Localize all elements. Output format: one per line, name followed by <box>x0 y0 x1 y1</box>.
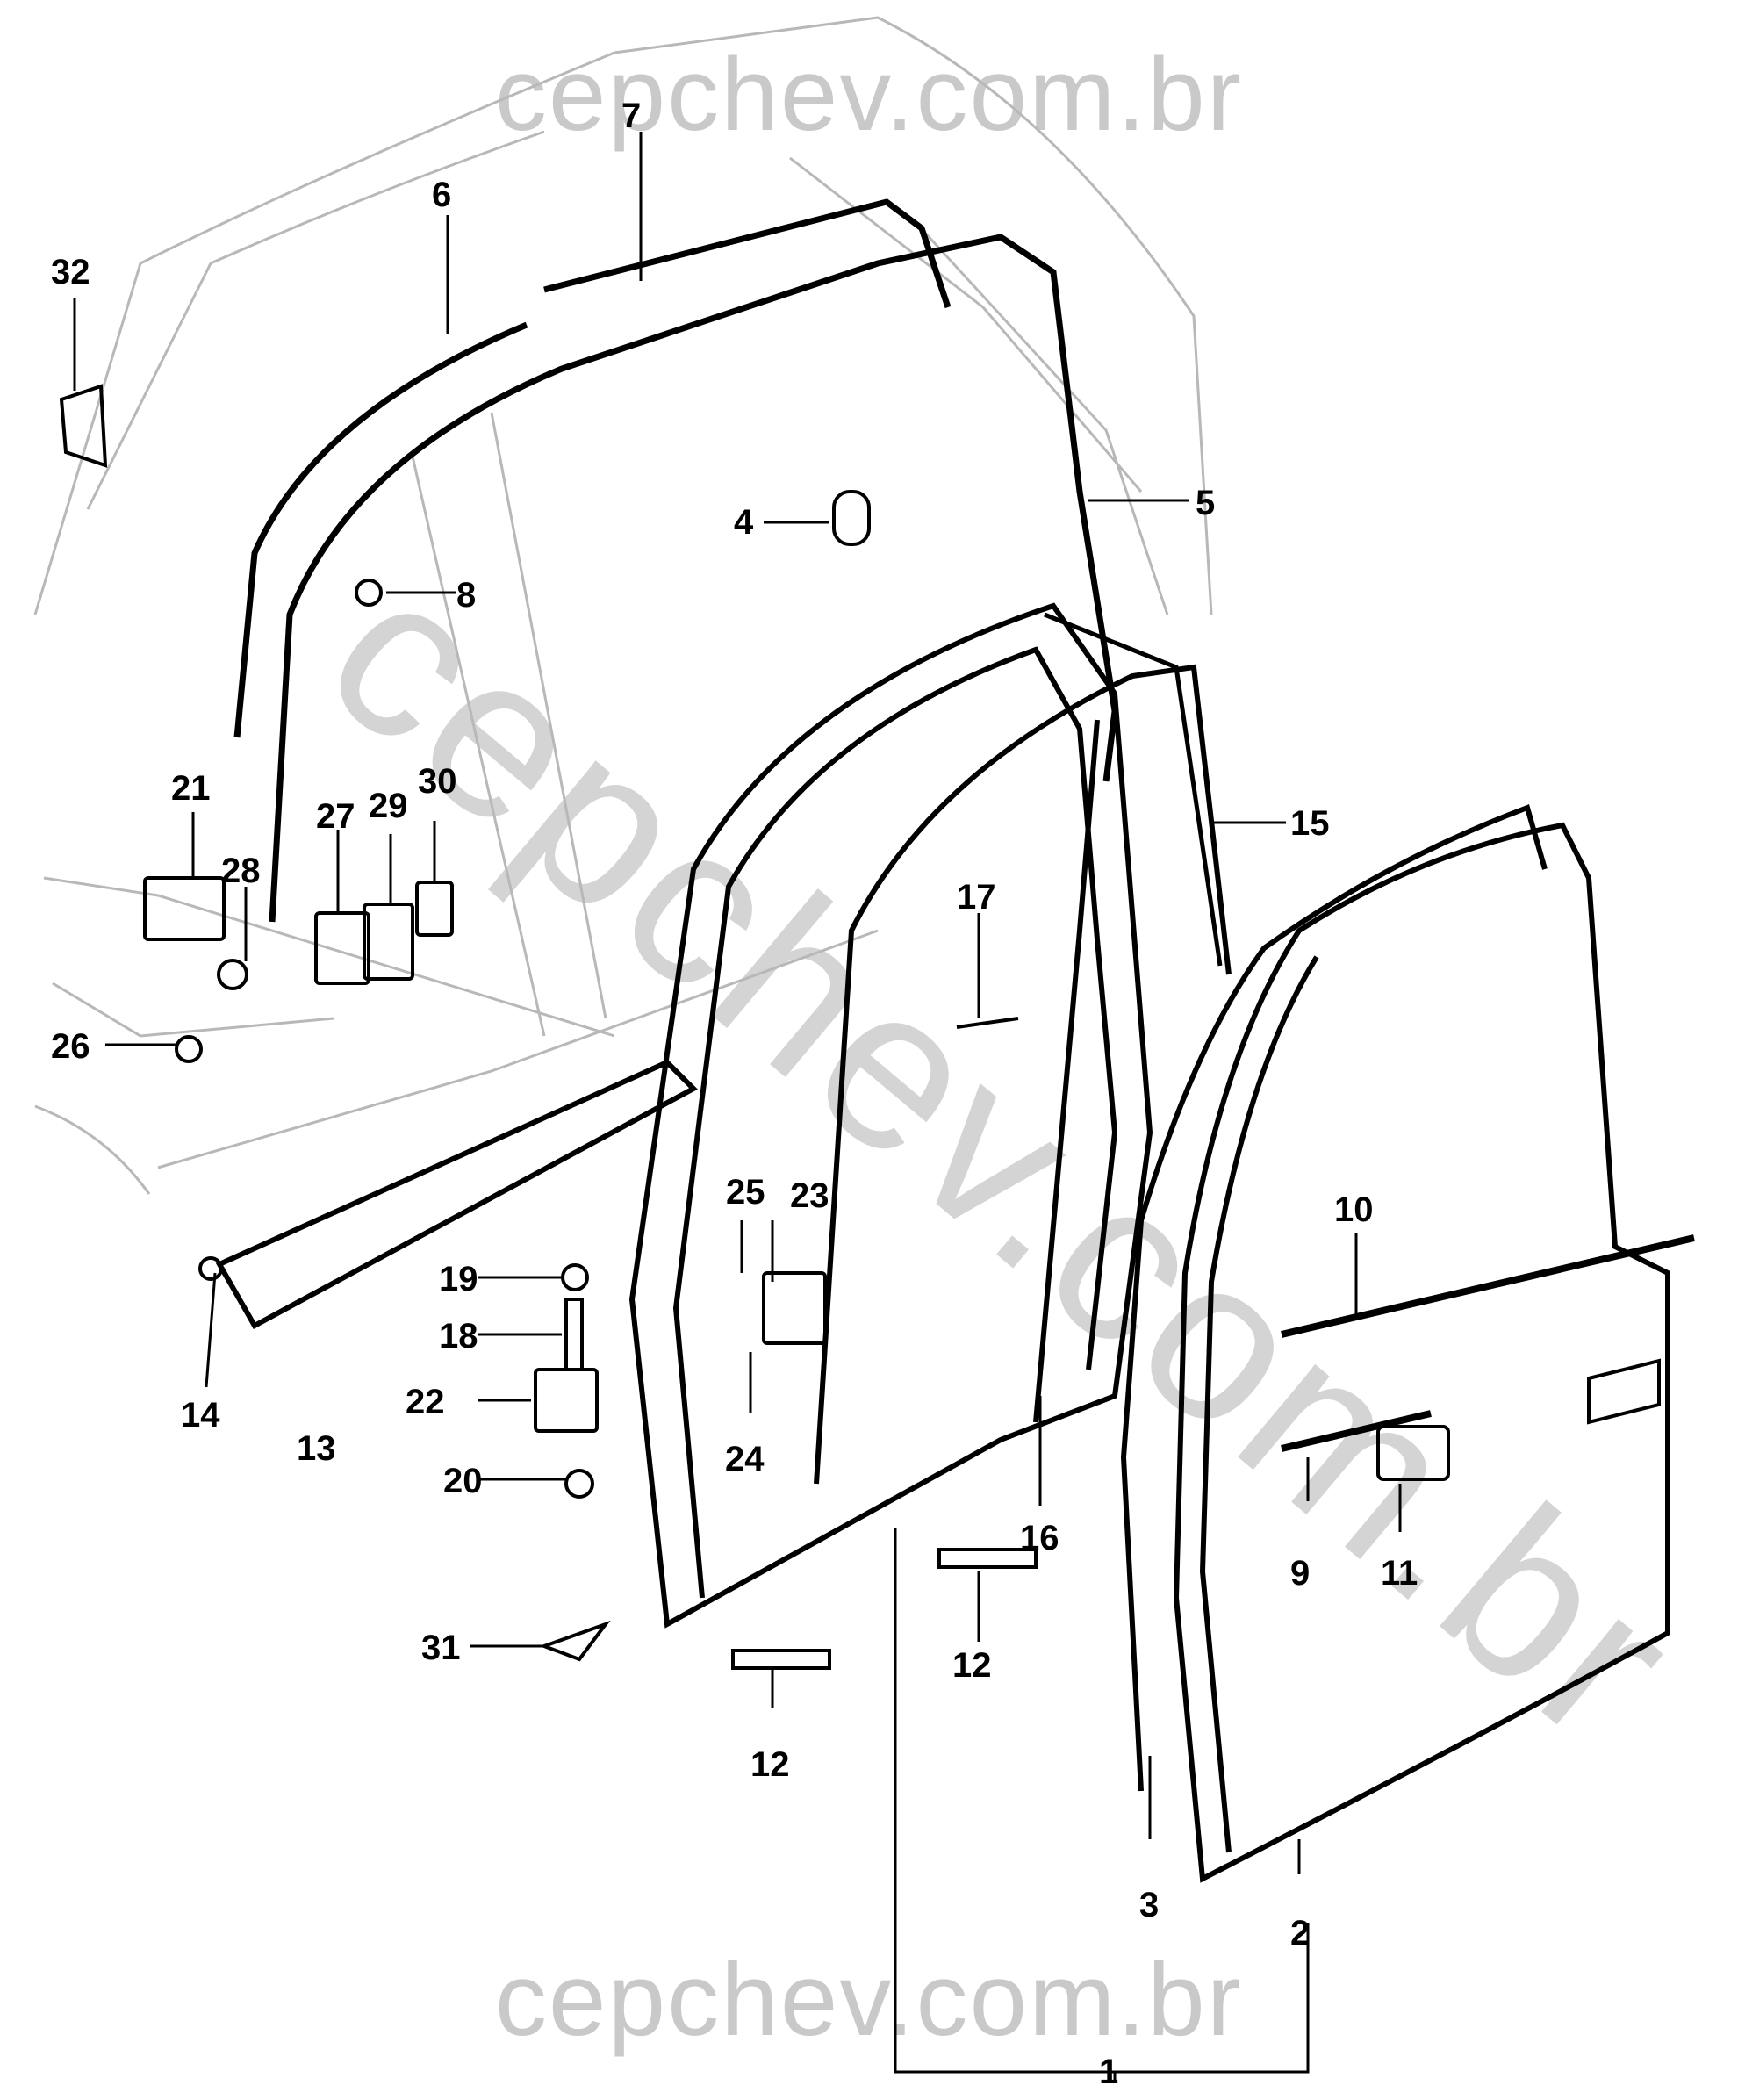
callout-13: 13 <box>297 1429 336 1468</box>
callout-22: 22 <box>406 1383 445 1421</box>
callout-15: 15 <box>1290 804 1330 843</box>
plug-19 <box>561 1263 589 1291</box>
callout-8: 8 <box>456 576 477 615</box>
callout-16: 16 <box>1020 1519 1059 1557</box>
plate-12b <box>937 1548 1038 1569</box>
leader-lines <box>73 132 1402 2081</box>
glass-run-channel <box>1044 612 1223 967</box>
small-parts <box>59 384 1661 1670</box>
callout-32: 32 <box>51 253 90 291</box>
lock-11 <box>1376 1425 1450 1481</box>
callout-14: 14 <box>181 1396 220 1435</box>
callout-19: 19 <box>439 1260 478 1298</box>
callout-30: 30 <box>418 762 457 801</box>
callout-21: 21 <box>171 769 211 808</box>
clip-8 <box>355 579 383 607</box>
door-outer-skin <box>1120 804 1670 1883</box>
callout-2: 2 <box>1290 1914 1311 1953</box>
callout-24: 24 <box>725 1440 765 1478</box>
hinge-22 <box>534 1368 599 1433</box>
hinge-29 <box>363 903 414 981</box>
callout-7: 7 <box>621 97 642 135</box>
roof-weatherstrips <box>233 198 1118 923</box>
callout-17: 17 <box>957 878 996 917</box>
handle-interior <box>1587 1358 1661 1425</box>
bushing-20 <box>564 1469 594 1499</box>
callout-28: 28 <box>221 852 261 890</box>
door-inner-frame <box>628 602 1232 1629</box>
pin-18 <box>564 1298 584 1371</box>
clip-32 <box>59 384 108 468</box>
callout-29: 29 <box>369 787 408 825</box>
watermark-bottom: cepchev.com.br <box>494 1942 1244 2058</box>
watermark-top: cepchev.com.br <box>494 37 1244 153</box>
plate-12a <box>731 1649 831 1670</box>
callout-23: 23 <box>790 1176 830 1215</box>
lower-molding <box>1281 1410 1432 1452</box>
striker-23 <box>762 1271 827 1345</box>
rod-17 <box>956 1017 1019 1029</box>
callout-25: 25 <box>726 1173 765 1212</box>
callout-18: 18 <box>439 1317 478 1356</box>
callout-9: 9 <box>1290 1554 1311 1593</box>
clip-14 <box>198 1256 223 1281</box>
hinge-30 <box>415 881 454 937</box>
callout-12-right: 12 <box>952 1646 992 1685</box>
clip-26 <box>175 1035 203 1063</box>
callout-4: 4 <box>734 503 754 542</box>
callout-20: 20 <box>443 1462 483 1500</box>
clip-31 <box>539 1620 611 1662</box>
sill-plate <box>215 1059 698 1330</box>
hinge-27 <box>314 911 370 985</box>
callout-12-left: 12 <box>750 1745 790 1784</box>
callout-5: 5 <box>1196 484 1216 522</box>
callout-27: 27 <box>316 797 356 836</box>
bolt-28 <box>217 959 248 990</box>
callout-3: 3 <box>1139 1886 1160 1924</box>
stop-4 <box>832 490 871 546</box>
belt-molding <box>1281 1234 1695 1338</box>
callout-1: 1 <box>1099 2053 1119 2091</box>
callout-11: 11 <box>1381 1554 1418 1593</box>
hinge-21 <box>143 876 226 941</box>
callout-26: 26 <box>51 1027 90 1066</box>
callout-6: 6 <box>432 176 452 214</box>
car-body-outline <box>33 16 1213 1195</box>
callout-31: 31 <box>421 1629 461 1667</box>
callout-10: 10 <box>1334 1190 1374 1229</box>
